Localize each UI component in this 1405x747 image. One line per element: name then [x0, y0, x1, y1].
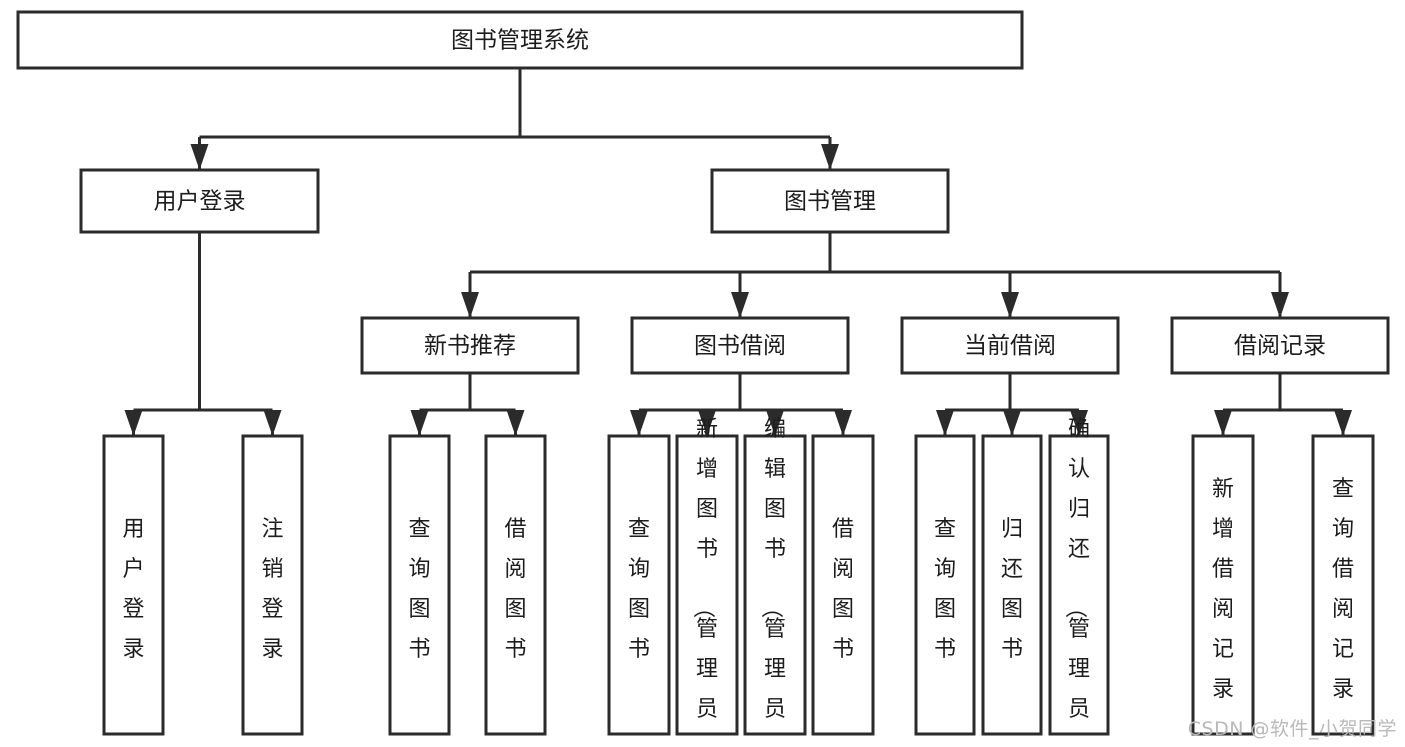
- node-box-book-manage[interactable]: [710, 168, 950, 234]
- node-user-login-leaf[interactable]: 用户登录: [102, 434, 165, 736]
- arrow-head-icon: [1214, 410, 1232, 436]
- node-user-logout-leaf[interactable]: 注销登录: [241, 434, 304, 736]
- arrow-head-icon: [630, 410, 648, 436]
- node-return-book[interactable]: 归还图书: [981, 434, 1043, 736]
- node-label-add-book-admin: 新增图书（管理员）: [690, 417, 718, 747]
- arrow-head-icon: [731, 292, 749, 318]
- arrow-head-icon: [1001, 292, 1019, 318]
- node-box-edit-book-admin[interactable]: [743, 434, 807, 736]
- node-box-user-login-leaf[interactable]: [102, 434, 165, 736]
- node-box-book-borrow[interactable]: [630, 316, 850, 375]
- node-box-borrow-book-1[interactable]: [484, 434, 547, 736]
- node-label-new-book-rec: 新书推荐: [424, 333, 516, 359]
- node-book-borrow[interactable]: 图书借阅: [630, 316, 850, 375]
- node-label-borrow-book-2: 借阅图书: [832, 517, 854, 662]
- node-box-confirm-return-admin[interactable]: [1048, 434, 1110, 736]
- node-box-query-book-2[interactable]: [607, 434, 671, 736]
- arrow-head-icon: [766, 410, 784, 436]
- node-query-book-3[interactable]: 查询图书: [914, 434, 976, 736]
- node-label-query-book-3: 查询图书: [934, 517, 956, 662]
- arrow-head-icon: [1334, 410, 1352, 436]
- node-label-current-borrow: 当前借阅: [964, 333, 1056, 359]
- arrow-head-icon: [410, 410, 429, 436]
- node-box-query-borrow-record[interactable]: [1311, 434, 1375, 736]
- node-label-borrow-book-1: 借阅图书: [504, 517, 526, 662]
- node-user-login[interactable]: 用户登录: [79, 168, 320, 234]
- node-edit-book-admin[interactable]: 编辑图书（管理员）: [743, 417, 807, 747]
- node-label-borrow-record: 借阅记录: [1234, 333, 1326, 359]
- node-box-current-borrow[interactable]: [900, 316, 1120, 375]
- node-box-return-book[interactable]: [981, 434, 1043, 736]
- node-label-return-book: 归还图书: [1001, 517, 1023, 662]
- arrow-head-icon: [190, 144, 209, 170]
- diagram-nodes: 图书管理系统用户登录用户登录注销登录图书管理新书推荐查询图书借阅图书图书借阅查询…: [16, 10, 1390, 747]
- node-label-query-book-2: 查询图书: [628, 517, 650, 662]
- node-label-confirm-return-admin: 确认归还（管理员）: [1062, 417, 1090, 747]
- node-add-borrow-record[interactable]: 新增借阅记录: [1191, 434, 1255, 736]
- node-label-add-borrow-record: 新增借阅记录: [1212, 477, 1234, 702]
- arrow-head-icon: [936, 410, 954, 436]
- arrow-head-icon: [1070, 410, 1088, 436]
- node-label-book-borrow: 图书借阅: [694, 333, 786, 359]
- node-box-query-book-1[interactable]: [388, 434, 451, 736]
- watermark-label: CSDN @软件_小贺同学: [1187, 718, 1397, 740]
- arrow-head-icon: [461, 292, 479, 318]
- node-borrow-book-1[interactable]: 借阅图书: [484, 434, 547, 736]
- arrow-head-icon: [263, 410, 282, 436]
- node-borrow-record[interactable]: 借阅记录: [1170, 316, 1390, 375]
- node-box-borrow-book-2[interactable]: [811, 434, 875, 736]
- node-query-book-1[interactable]: 查询图书: [388, 434, 451, 736]
- arrow-head-icon: [698, 410, 716, 436]
- node-current-borrow[interactable]: 当前借阅: [900, 316, 1120, 375]
- arrow-head-icon: [821, 144, 839, 170]
- node-label-query-borrow-record: 查询借阅记录: [1332, 477, 1354, 702]
- node-new-book-rec[interactable]: 新书推荐: [360, 316, 580, 375]
- node-label-root: 图书管理系统: [451, 28, 589, 54]
- node-box-new-book-rec[interactable]: [360, 316, 580, 375]
- node-query-book-2[interactable]: 查询图书: [607, 434, 671, 736]
- node-box-query-book-3[interactable]: [914, 434, 976, 736]
- node-box-add-borrow-record[interactable]: [1191, 434, 1255, 736]
- node-root[interactable]: 图书管理系统: [16, 10, 1024, 70]
- node-box-add-book-admin[interactable]: [675, 434, 739, 736]
- node-add-book-admin[interactable]: 新增图书（管理员）: [675, 417, 739, 747]
- node-box-user-login[interactable]: [79, 168, 320, 234]
- node-borrow-book-2[interactable]: 借阅图书: [811, 434, 875, 736]
- arrow-head-icon: [506, 410, 525, 436]
- node-query-borrow-record[interactable]: 查询借阅记录: [1311, 434, 1375, 736]
- connector-edges: [124, 68, 1352, 436]
- node-book-manage[interactable]: 图书管理: [710, 168, 950, 234]
- node-label-edit-book-admin: 编辑图书（管理员）: [758, 417, 786, 747]
- node-box-user-logout-leaf[interactable]: [241, 434, 304, 736]
- node-box-borrow-record[interactable]: [1170, 316, 1390, 375]
- node-label-user-logout-leaf: 注销登录: [261, 517, 283, 662]
- node-label-user-login: 用户登录: [154, 189, 246, 215]
- arrow-head-icon: [124, 410, 143, 436]
- arrow-head-icon: [1003, 410, 1021, 436]
- node-confirm-return-admin[interactable]: 确认归还（管理员）: [1048, 417, 1110, 747]
- node-label-query-book-1: 查询图书: [408, 517, 430, 662]
- arrow-head-icon: [834, 410, 852, 436]
- node-label-user-login-leaf: 用户登录: [122, 517, 144, 662]
- node-label-book-manage: 图书管理: [784, 189, 876, 215]
- node-box-root[interactable]: [16, 10, 1024, 70]
- arrow-head-icon: [1271, 292, 1289, 318]
